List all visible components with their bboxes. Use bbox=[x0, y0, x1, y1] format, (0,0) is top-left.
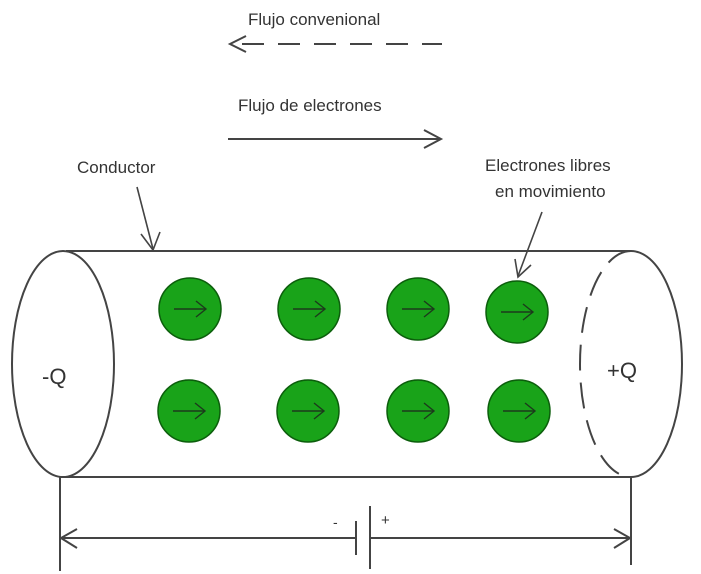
electron bbox=[386, 277, 450, 341]
right-end-cap-front bbox=[630, 250, 683, 478]
electron bbox=[277, 277, 341, 341]
left-wire-arrowhead bbox=[59, 528, 78, 549]
conventional-flow-arrow bbox=[227, 35, 442, 53]
negative-charge-label: -Q bbox=[42, 364, 66, 389]
battery-negative-label: - bbox=[333, 514, 338, 530]
arrow-right-icon bbox=[402, 402, 436, 420]
arrow-right-icon bbox=[501, 303, 535, 321]
conventional-flow-label: Flujo convenional bbox=[248, 10, 380, 29]
electrons-group bbox=[157, 277, 551, 443]
arrow-right-icon bbox=[402, 300, 436, 318]
right-wire-arrowhead bbox=[613, 528, 632, 549]
free-electrons-pointer-arrow bbox=[514, 211, 543, 279]
circuit-wires bbox=[59, 477, 632, 571]
electron bbox=[485, 280, 549, 344]
free-electrons-label-line2: en movimiento bbox=[495, 182, 606, 201]
conductor-label: Conductor bbox=[77, 158, 156, 177]
electron-flow-label: Flujo de electrones bbox=[238, 96, 382, 115]
free-electrons-label-line1: Electrones libres bbox=[485, 156, 611, 175]
conductor-cylinder bbox=[11, 250, 683, 478]
right-end-cap-back bbox=[579, 250, 632, 478]
electron bbox=[158, 277, 222, 341]
electron bbox=[386, 379, 450, 443]
electron-flow-arrow bbox=[228, 129, 444, 149]
electron bbox=[487, 379, 551, 443]
arrow-right-icon bbox=[293, 300, 327, 318]
electron bbox=[276, 379, 340, 443]
conductor-pointer-arrow bbox=[136, 186, 161, 252]
electron bbox=[157, 379, 221, 443]
battery-positive-label: + bbox=[381, 512, 390, 529]
arrow-right-icon bbox=[174, 300, 208, 318]
arrow-right-icon bbox=[503, 402, 537, 420]
arrow-right-icon bbox=[292, 402, 326, 420]
left-end-cap bbox=[11, 250, 115, 478]
battery-icon bbox=[355, 506, 371, 569]
positive-charge-label: +Q bbox=[607, 358, 637, 383]
arrow-right-icon bbox=[173, 402, 207, 420]
